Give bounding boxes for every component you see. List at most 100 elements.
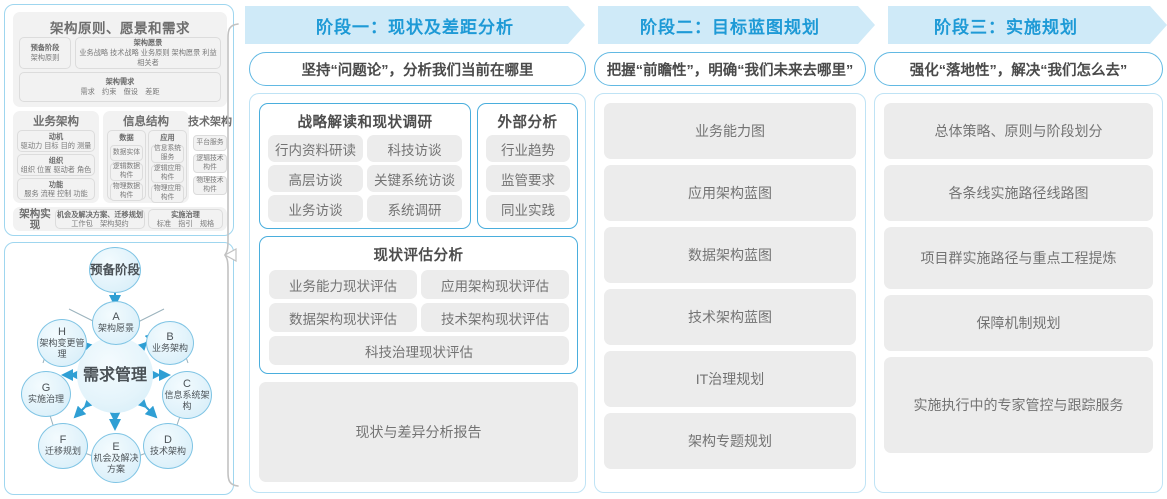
function-sub: 服务 流程 控制 功能 — [24, 189, 88, 198]
pill-application-architecture-assessment[interactable]: 应用架构现状评估 — [421, 270, 569, 299]
principles-block: 架构原则、愿景和需求 预备阶段 架构原则 架构愿景 业务战略 技术战略 业务原则… — [13, 12, 227, 107]
pill-tech-interview[interactable]: 科技访谈 — [367, 135, 462, 162]
brace-connector — [224, 23, 239, 487]
pill-business-capability-assessment[interactable]: 业务能力现状评估 — [269, 270, 417, 299]
group-current-state-assessment: 现状评估分析 业务能力现状评估 应用架构现状评估 数据架构现状评估 技术架构现状… — [259, 236, 578, 374]
architecture-implementation-block: 架构实现 机会及解决方案、迁移规划 工作包 架构契约 实施治理 标准 指引 规格 — [13, 207, 227, 231]
adm-node-b: B 业务架构 — [146, 321, 194, 365]
business-architecture-block: 业务架构 动机 驱动力 目标 目的 测量 组织 组织 位置 驱动者 角色 功能 … — [13, 111, 99, 203]
phase-1-header: 阶段一：现状及差距分析 — [316, 17, 514, 37]
pill-industry-trend[interactable]: 行业趋势 — [486, 135, 570, 162]
pill-expert-control-service[interactable]: 实施执行中的专家管控与跟踪服务 — [884, 357, 1153, 453]
group-strategy-research-title: 战略解读和现状调研 — [297, 115, 433, 131]
adm-cycle: 预备阶段 需求管理 A 架构愿景 B 业务架构 C 信息系统架构 — [5, 243, 235, 496]
phase-2-subtitle: 把握“前瞻性”，明确“我们未来去哪里” — [594, 52, 866, 86]
adm-node-f: F 迁移规划 — [38, 423, 88, 469]
organization-sub: 组织 位置 驱动者 角色 — [20, 165, 92, 174]
phase-3-header: 阶段三：实施规划 — [934, 17, 1078, 37]
phase-3-subtitle: 强化“落地性”，解决“我们怎么去” — [874, 52, 1163, 86]
pill-overall-strategy[interactable]: 总体策略、原则与阶段划分 — [884, 103, 1153, 159]
pill-tech-governance-assessment[interactable]: 科技治理现状评估 — [269, 336, 569, 365]
architecture-implementation-title: 架构实现 — [19, 208, 51, 231]
phase-1-body: 战略解读和现状调研 行内资料研读 科技访谈 高层访谈 关键系统访谈 业务访谈 系… — [249, 93, 586, 493]
phase-2-body: 业务能力图 应用架构蓝图 数据架构蓝图 技术架构蓝图 IT治理规划 架构专题规划 — [594, 93, 866, 493]
phase-1-band: 阶段一：现状及差距分析 — [245, 6, 585, 44]
phase-1-subtitle: 坚持“问题论”，分析我们当前在哪里 — [249, 52, 586, 86]
left-panel: 架构原则、愿景和需求 预备阶段 架构原则 架构愿景 业务战略 技术战略 业务原则… — [4, 4, 236, 495]
arch-requirement-title: 架构需求 — [105, 77, 135, 86]
arch-vision-title: 架构愿景 — [133, 38, 163, 47]
pill-peer-practice[interactable]: 同业实践 — [486, 195, 570, 222]
data-subcolumn: 数据 数据实体 逻辑数据构件 物理数据构件 — [107, 130, 146, 201]
prep-stage-title: 预备阶段 — [30, 43, 60, 52]
pill-data-architecture-assessment[interactable]: 数据架构现状评估 — [269, 303, 417, 332]
pill-line-roadmap[interactable]: 各条线实施路径线路图 — [884, 165, 1153, 221]
togaf-content-framework-card: 架构原则、愿景和需求 预备阶段 架构原则 架构愿景 业务战略 技术战略 业务原则… — [4, 4, 234, 236]
adm-node-g: G 实施治理 — [21, 371, 71, 417]
physical-application-component-chip: 物理应用构件 — [151, 185, 184, 203]
adm-cycle-card: 预备阶段 需求管理 A 架构愿景 B 业务架构 C 信息系统架构 — [4, 242, 234, 495]
opportunity-migration-box: 机会及解决方案、迁移规划 工作包 架构契约 — [55, 209, 145, 229]
pill-program-roadmap[interactable]: 项目群实施路径与重点工程提炼 — [884, 227, 1153, 289]
adm-node-e: E 机会及解决方案 — [91, 433, 141, 483]
phase-3-body: 总体策略、原则与阶段划分 各条线实施路径线路图 项目群实施路径与重点工程提炼 保… — [874, 93, 1163, 493]
motivation-title: 动机 — [48, 131, 64, 141]
logical-application-component-chip: 逻辑应用构件 — [151, 165, 184, 183]
pill-it-governance-plan[interactable]: IT治理规划 — [604, 351, 856, 407]
information-structure-block: 信息结构 数据 数据实体 逻辑数据构件 物理数据构件 应用 信息系统服务 逻辑应… — [103, 111, 189, 203]
pill-internal-docs[interactable]: 行内资料研读 — [268, 135, 363, 162]
physical-data-component-chip: 物理数据构件 — [110, 183, 143, 201]
phase-2-band: 阶段二：目标蓝图规划 — [585, 6, 875, 44]
information-structure-title: 信息结构 — [123, 116, 169, 128]
opportunity-migration-sub: 工作包 架构契约 — [71, 219, 129, 228]
application-subcolumn: 应用 信息系统服务 逻辑应用构件 物理应用构件 — [148, 130, 187, 203]
adm-center-node: 需求管理 — [77, 337, 153, 413]
pill-application-blueprint[interactable]: 应用架构蓝图 — [604, 165, 856, 221]
adm-node-prep: 预备阶段 — [89, 247, 141, 293]
chevron-right-icon-1 — [568, 6, 598, 44]
arch-vision-sub: 业务战略 技术战略 业务原则 架构愿景 利益相关者 — [79, 48, 217, 67]
application-subcolumn-title: 应用 — [160, 133, 175, 142]
platform-service-chip: 平台服务 — [193, 135, 227, 151]
pill-technology-blueprint[interactable]: 技术架构蓝图 — [604, 289, 856, 345]
pill-business-capability-map[interactable]: 业务能力图 — [604, 103, 856, 159]
pill-regulatory-requirement[interactable]: 监管要求 — [486, 165, 570, 192]
adm-node-c: C 信息系统架构 — [162, 371, 212, 419]
principles-block-title: 架构原则、愿景和需求 — [50, 21, 190, 36]
pill-technology-architecture-assessment[interactable]: 技术架构现状评估 — [421, 303, 569, 332]
chevron-right-icon-2 — [858, 6, 888, 44]
information-system-service-chip: 信息系统服务 — [151, 145, 184, 163]
adm-node-a: A 架构愿景 — [92, 301, 140, 345]
phase-1-deliverable[interactable]: 现状与差异分析报告 — [259, 382, 578, 482]
data-entity-chip: 数据实体 — [110, 145, 143, 161]
opportunity-migration-title: 机会及解决方案、迁移规划 — [56, 210, 144, 219]
pill-architecture-topic-plan[interactable]: 架构专题规划 — [604, 413, 856, 469]
phase-2-header: 阶段二：目标蓝图规划 — [640, 17, 820, 37]
pill-exec-interview[interactable]: 高层访谈 — [268, 165, 363, 192]
organization-title: 组织 — [48, 155, 64, 165]
group-external-analysis: 外部分析 行业趋势 监管要求 同业实践 — [477, 103, 578, 229]
business-architecture-title: 业务架构 — [33, 116, 79, 128]
phase-3-band: 阶段三：实施规划 — [875, 6, 1137, 44]
pill-data-blueprint[interactable]: 数据架构蓝图 — [604, 227, 856, 283]
data-subcolumn-title: 数据 — [119, 133, 134, 142]
function-title: 功能 — [48, 179, 64, 189]
implementation-governance-box: 实施治理 标准 指引 规格 — [148, 209, 223, 229]
group-external-analysis-title: 外部分析 — [497, 115, 558, 131]
pill-system-survey[interactable]: 系统调研 — [367, 195, 462, 222]
pill-key-system-interview[interactable]: 关键系统访谈 — [367, 165, 462, 192]
arrow-head-end-icon — [1137, 6, 1167, 44]
technology-architecture-title: 技术架构 — [188, 116, 232, 128]
technology-architecture-block: 技术架构 平台服务 逻辑技术构件 物理技术构件 — [188, 111, 232, 203]
logical-technology-component-chip: 逻辑技术构件 — [193, 154, 227, 173]
implementation-governance-title: 实施治理 — [171, 210, 200, 219]
pill-assurance-mechanism[interactable]: 保障机制规划 — [884, 295, 1153, 351]
group-strategy-research: 战略解读和现状调研 行内资料研读 科技访谈 高层访谈 关键系统访谈 业务访谈 系… — [259, 103, 471, 229]
motivation-sub: 驱动力 目标 目的 测量 — [20, 141, 92, 150]
pill-business-interview[interactable]: 业务访谈 — [268, 195, 363, 222]
arch-requirement-box: 架构需求 需求 约束 假设 差距 — [19, 72, 221, 102]
logical-data-component-chip: 逻辑数据构件 — [110, 163, 143, 181]
arch-vision-box: 架构愿景 业务战略 技术战略 业务原则 架构愿景 利益相关者 — [75, 37, 221, 69]
prep-stage-box: 预备阶段 架构原则 — [19, 37, 71, 69]
